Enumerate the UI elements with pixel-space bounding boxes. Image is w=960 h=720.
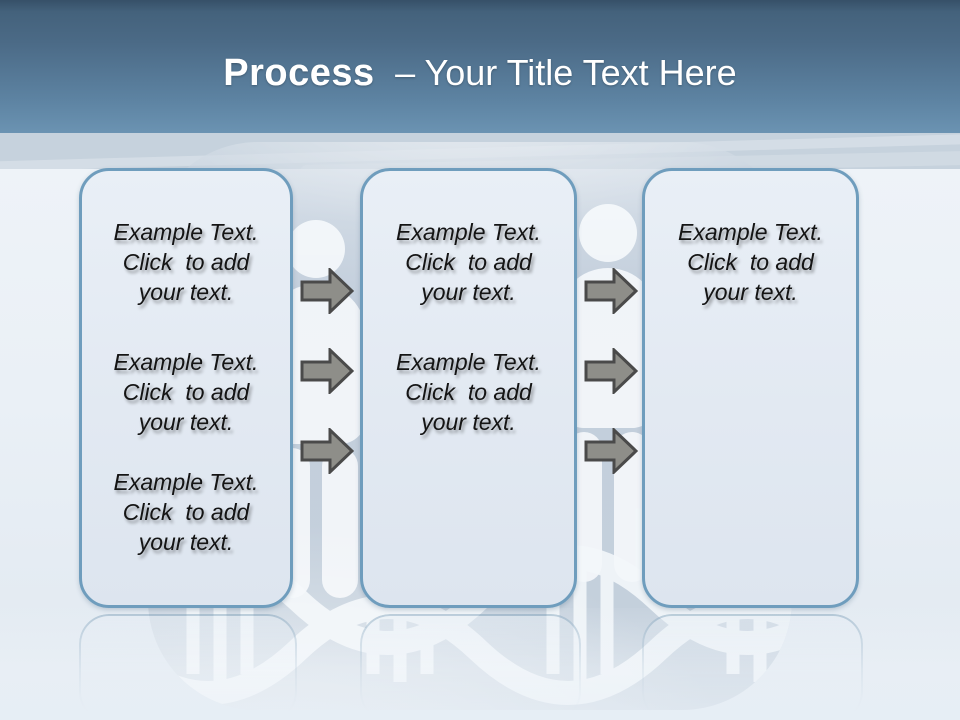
text-placeholder[interactable]: Example Text. Click to add your text. bbox=[396, 219, 541, 305]
text-placeholder[interactable]: Example Text. Click to add your text. bbox=[113, 469, 259, 555]
arrow-right-icon[interactable] bbox=[300, 268, 354, 314]
panel-reflection bbox=[642, 614, 863, 720]
title-keyword: Process bbox=[223, 52, 375, 94]
text-placeholder[interactable]: Example Text. Click to add your text. bbox=[678, 219, 823, 305]
panel-reflection bbox=[360, 614, 581, 720]
arrow-right-icon[interactable] bbox=[584, 268, 638, 314]
process-step-panel-3[interactable]: Example Text. Click to add your text. bbox=[642, 168, 859, 608]
text-placeholder[interactable]: Example Text. Click to add your text. bbox=[113, 219, 259, 305]
process-step-panel-1[interactable]: Example Text. Click to add your text. Ex… bbox=[79, 168, 293, 608]
arrow-right-icon[interactable] bbox=[584, 428, 638, 474]
arrow-right-icon[interactable] bbox=[584, 348, 638, 394]
text-placeholder[interactable]: Example Text. Click to add your text. bbox=[113, 349, 259, 435]
title-placeholder-text: – Your Title Text Here bbox=[395, 52, 737, 93]
panel-reflection bbox=[79, 614, 297, 720]
page-title[interactable]: Process – Your Title Text Here bbox=[223, 52, 736, 95]
arrow-right-icon[interactable] bbox=[300, 428, 354, 474]
text-placeholder[interactable]: Example Text. Click to add your text. bbox=[396, 349, 541, 435]
process-step-panel-2[interactable]: Example Text. Click to add your text. Ex… bbox=[360, 168, 577, 608]
arrow-right-icon[interactable] bbox=[300, 348, 354, 394]
slide-header: Process – Your Title Text Here bbox=[0, 0, 960, 133]
